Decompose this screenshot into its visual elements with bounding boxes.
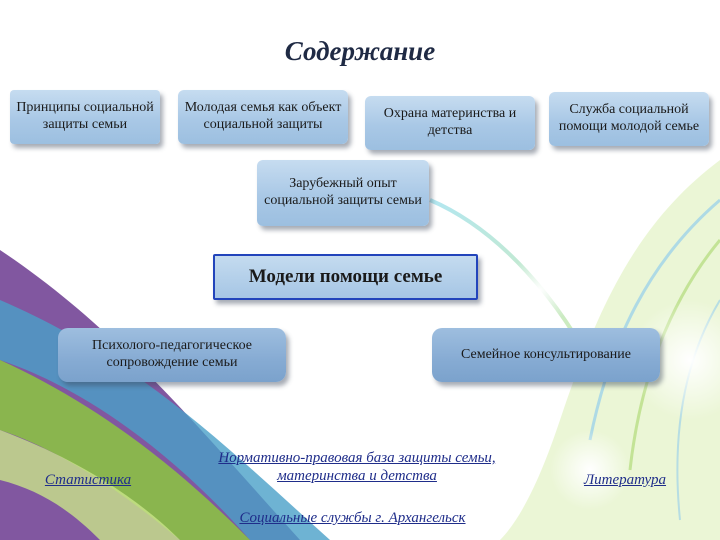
box-principles-social-protection[interactable]: Принципы социальной защиты семьи: [10, 90, 160, 144]
box-young-family-object[interactable]: Молодая семья как объект социальной защи…: [178, 90, 348, 144]
box-young-family-service[interactable]: Служба социальной помощи молодой семье: [549, 92, 709, 146]
link-social-services[interactable]: Социальные службы г. Архангельск: [239, 510, 466, 526]
box-foreign-experience[interactable]: Зарубежный опыт социальной защиты семьи: [257, 160, 429, 226]
box-psychological-support[interactable]: Психолого-педагогическое сопровождение с…: [58, 328, 286, 382]
link-statistics[interactable]: Статистика: [44, 472, 132, 488]
link-literature[interactable]: Литература: [583, 472, 667, 488]
page-title: Содержание: [284, 36, 436, 66]
link-legal-base[interactable]: Нормативно-правовая база защиты семьи, м…: [218, 450, 496, 484]
box-family-help-models[interactable]: Модели помощи семье: [213, 254, 478, 300]
box-maternity-childhood[interactable]: Охрана материнства и детства: [365, 96, 535, 150]
box-family-counseling[interactable]: Семейное консультирование: [432, 328, 660, 382]
